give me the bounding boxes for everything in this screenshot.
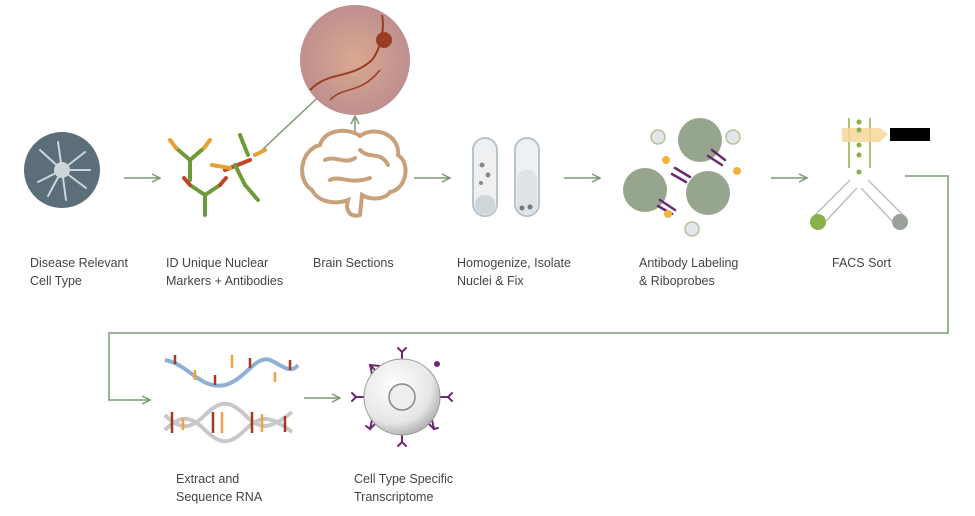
- label-line: Brain Sections: [313, 256, 394, 270]
- label-line: Cell Type: [30, 274, 82, 288]
- detector-block: [890, 128, 930, 141]
- brain-icon: [300, 128, 408, 218]
- step-label-antibody-labeling: Antibody Labeling & Riboprobes: [639, 254, 738, 290]
- connector-arrow: [108, 175, 949, 400]
- antibodies-icon: [168, 133, 267, 217]
- label-line: Cell Type Specific: [354, 472, 454, 486]
- flow-arrows: [108, 86, 949, 400]
- label-line: Markers + Antibodies: [166, 274, 284, 288]
- cell-transcriptome-icon: [351, 347, 453, 447]
- laser-beam: [842, 128, 888, 142]
- label-line: Nuclei & Fix: [457, 274, 524, 288]
- facs-sorter-icon: [810, 118, 930, 230]
- step-label-facs-sort: FACS Sort: [832, 254, 891, 272]
- label-line: Sequence RNA: [176, 490, 263, 504]
- test-tubes-icon: [472, 137, 540, 217]
- antibody-labeling-icon: [623, 118, 741, 237]
- label-line: & Riboprobes: [639, 274, 715, 288]
- rna-dna-icon: [163, 355, 300, 444]
- step-label-brain-sections: Brain Sections: [313, 254, 394, 272]
- label-line: Extract and: [176, 472, 240, 486]
- label-line: Disease Relevant: [30, 256, 128, 270]
- neuron-cell-icon: [24, 132, 100, 208]
- label-line: Transcriptome: [354, 490, 434, 504]
- label-line: Antibody Labeling: [639, 256, 739, 270]
- label-line: Homogenize, Isolate: [457, 256, 571, 270]
- label-line: ID Unique Nuclear: [166, 256, 269, 270]
- label-line: FACS Sort: [832, 256, 892, 270]
- brain-histology-image: [300, 5, 410, 115]
